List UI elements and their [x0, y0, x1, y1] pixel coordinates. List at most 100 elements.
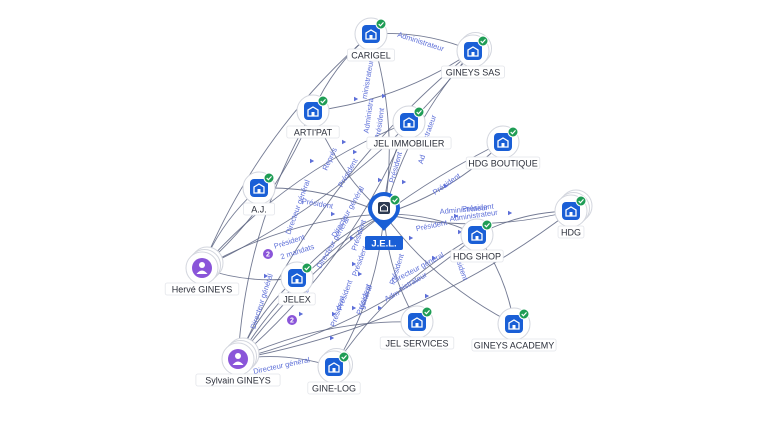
- edge-arrow-icon: [350, 235, 355, 241]
- node-label: JEL SERVICES: [385, 339, 448, 349]
- building-icon: [378, 202, 390, 214]
- edge-arrow-icon: [310, 158, 315, 164]
- edge-label[interactable]: Président: [336, 156, 360, 189]
- check-mark: [341, 354, 347, 360]
- node-aj[interactable]: A.J.: [242, 171, 276, 216]
- building-door: [512, 325, 516, 329]
- building-door: [407, 123, 411, 127]
- building-door: [501, 143, 505, 147]
- node-label: A.J.: [251, 205, 267, 215]
- person-icon-body: [196, 270, 208, 274]
- node-herve[interactable]: Hervé GINEYS: [164, 246, 240, 296]
- edge-label[interactable]: Président: [387, 150, 404, 184]
- building-door: [415, 323, 419, 327]
- edge-carigel-herve: [201, 33, 372, 269]
- building-icon: [328, 362, 340, 373]
- edge-label[interactable]: Président: [373, 106, 386, 140]
- edge-label[interactable]: Président: [328, 294, 347, 328]
- node-hdg_shop[interactable]: HDG SHOP: [450, 218, 504, 263]
- edge-arrow-icon: [425, 293, 430, 299]
- edge-arrow-icon: [458, 229, 463, 235]
- check-mark: [320, 98, 326, 104]
- node-center-jel[interactable]: J.E.L.: [365, 192, 403, 250]
- node-label: GINEYS ACADEMY: [474, 341, 555, 351]
- edge-label[interactable]: Directeur général: [248, 272, 274, 330]
- building-door: [257, 189, 261, 193]
- edge-arti_pat-sylvain: [237, 110, 314, 360]
- node-sylvain[interactable]: Sylvain GINEYS: [195, 337, 281, 387]
- edge-arrow-icon: [382, 93, 387, 99]
- center-label-bg: [365, 236, 403, 250]
- node-label: Hervé GINEYS: [172, 285, 233, 295]
- edge-gineys_sas-sylvain: [237, 50, 474, 360]
- check-mark: [510, 129, 516, 135]
- node-gineys_academy[interactable]: GINEYS ACADEMY: [471, 307, 557, 352]
- edge-arrow-icon: [409, 235, 414, 241]
- node-label-bg: [379, 336, 455, 350]
- building-icon: [467, 46, 479, 57]
- node-label: CARIGEL: [351, 51, 391, 61]
- node-jel_services[interactable]: JEL SERVICES: [379, 305, 455, 350]
- node-jel_immobilier[interactable]: JEL IMMOBILIER: [366, 105, 452, 150]
- building-icon: [253, 183, 265, 194]
- building-icon: [471, 230, 483, 241]
- edge-label[interactable]: Administrateur: [439, 203, 488, 216]
- check-badge-icon: [389, 194, 401, 206]
- check-badge-icon: [317, 95, 329, 107]
- node-hdg_boutique[interactable]: HDG BOUTIQUE: [465, 125, 541, 170]
- node-jelex[interactable]: JELEX: [278, 261, 316, 306]
- check-badge-icon: [421, 306, 433, 318]
- edge-label[interactable]: Adm: [383, 288, 401, 303]
- node-label: JELEX: [283, 295, 311, 305]
- edge-label[interactable]: ministrateur: [360, 59, 376, 100]
- edge-arrow-icon: [454, 213, 459, 219]
- edge-label[interactable]: Président: [462, 202, 495, 214]
- check-mark: [304, 265, 310, 271]
- edge-arrow-icon: [354, 96, 359, 102]
- node-carigel[interactable]: CARIGEL: [347, 17, 395, 62]
- edge-label[interactable]: Administrateur: [396, 30, 445, 54]
- edge-arrow-icon: [353, 149, 358, 155]
- edge-label[interactable]: Directeur général: [284, 178, 312, 235]
- edge-jel_immobilier-sylvain: [237, 121, 410, 360]
- building-door: [569, 212, 573, 216]
- check-mark: [378, 21, 384, 27]
- node-label-bg: [366, 136, 452, 150]
- mandate-count-badge[interactable]: [287, 315, 297, 325]
- check-mark: [480, 38, 486, 44]
- node-label-bg: [164, 282, 240, 296]
- building-door: [311, 112, 315, 116]
- edge-arrow-icon: [342, 139, 347, 145]
- check-badge-icon: [301, 262, 313, 274]
- node-label: Sylvain GINEYS: [205, 376, 271, 386]
- center-label: J.E.L.: [371, 239, 396, 250]
- node-hdg[interactable]: HDG: [554, 189, 593, 239]
- check-badge-icon: [263, 172, 275, 184]
- edge-label[interactable]: Ad: [416, 154, 427, 165]
- edge-label[interactable]: Directeur général: [315, 215, 352, 270]
- person-icon: [199, 262, 205, 268]
- edge-hdg_shop-sylvain: [237, 234, 478, 360]
- node-gine_log[interactable]: GINE-LOG: [307, 348, 361, 395]
- building-icon: [403, 117, 415, 128]
- edge-arrow-icon: [330, 335, 335, 341]
- check-mark: [392, 197, 398, 203]
- edge-arrow-icon: [432, 255, 437, 261]
- edge-label[interactable]: Président: [431, 171, 463, 197]
- node-gineys_sas[interactable]: GINEYS SAS: [441, 32, 505, 79]
- building-icon: [307, 106, 319, 117]
- node-layer: CARIGEL GINEYS SAS ARTI'PAT JEL IMMOBILIER H…: [164, 17, 593, 395]
- edge-label[interactable]: Représ: [321, 146, 339, 172]
- node-label-bg: [450, 249, 504, 263]
- node-label-bg: [278, 292, 316, 306]
- node-label-bg: [242, 202, 275, 216]
- edge-label[interactable]: Directeur général: [252, 355, 310, 376]
- node-label: JEL IMMOBILIER: [374, 139, 445, 149]
- building-icon: [565, 206, 577, 217]
- node-arti_pat[interactable]: ARTI'PAT: [286, 94, 340, 139]
- building-icon: [365, 29, 377, 40]
- mandate-count-badge[interactable]: [263, 249, 273, 259]
- edge-arrow-icon: [402, 179, 407, 185]
- edge-arrow-icon: [299, 311, 304, 317]
